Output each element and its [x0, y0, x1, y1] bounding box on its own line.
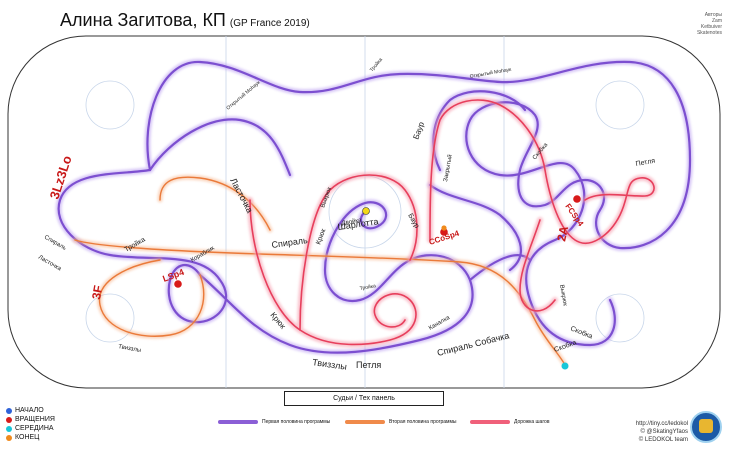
label-baur: Баур: [411, 120, 426, 140]
element-2a: 2A: [554, 224, 571, 242]
label-petlya-right: Петля: [635, 158, 656, 168]
legend-first-half: Первая половина программы: [218, 419, 330, 425]
step-sequence-path: [247, 97, 657, 348]
label-tvizzly-bottom: Твиззлы: [312, 357, 348, 372]
element-3f: 3F: [89, 284, 105, 300]
footer-handle: © @SkatingYfaos: [640, 429, 688, 435]
label-otkrytyj-mohauk-2: Открытый Моhaук: [225, 79, 262, 112]
label-lastochka: Ласточка: [228, 176, 255, 214]
label-spiral: Спираль: [271, 235, 309, 250]
credits: Авторы Zam Ketbuiver Skatenotes: [697, 12, 722, 36]
label-spiral-sobachka: Спираль Собачка: [436, 330, 510, 358]
page-title: Алина Загитова, КП(GP France 2019): [60, 10, 310, 31]
legend-middle-label: СЕРЕДИНА: [15, 425, 54, 432]
spin-marker: [440, 228, 448, 236]
rink-boundary: [7, 35, 721, 389]
label-spiral-left: Спираль: [43, 235, 67, 252]
credit-line: Авторы: [704, 12, 722, 18]
label-otkrytyj-mohauk: Открытый Моhaук: [469, 66, 512, 80]
element-3lz3lo: 3Lz3Lo: [47, 154, 75, 201]
label-kryuk-center: Крюк: [315, 227, 327, 246]
label-troyka-top: Тройка: [368, 56, 384, 73]
footer-team: © LEDOKOL team: [638, 437, 688, 443]
footer-credits: http://tiny.cc/ledokol © @SkatingYfaos ©…: [636, 420, 688, 444]
end-marker: [441, 225, 447, 231]
label-petlya-bottom: Петля: [356, 360, 381, 370]
label-lastochka-left: Ласточка: [37, 255, 63, 273]
label-vykruk-right: Выкрюк: [558, 284, 568, 306]
second-half-swatch: [345, 420, 385, 424]
legend-step-sequence: Дорожка шагов: [470, 419, 549, 425]
middle-marker: [561, 362, 569, 370]
legend-end-label: КОНЕЦ: [15, 434, 40, 441]
legend-start: НАЧАЛО: [6, 406, 55, 415]
credit-line: Ketbuiver: [700, 24, 722, 30]
end-dot-icon: [6, 434, 12, 441]
legend-spins-label: ВРАЩЕНИЯ: [15, 416, 55, 423]
label-tvizzly-left: Твиззлы: [118, 344, 142, 354]
ledokol-logo: [690, 411, 722, 443]
label-troyka-mid: Тройка: [359, 282, 376, 292]
first-half-swatch: [218, 420, 258, 424]
legend-step-sequence-label: Дорожка шагов: [514, 419, 550, 425]
credit-line: Skatenotes: [696, 30, 722, 36]
legend-end: КОНЕЦ: [6, 433, 55, 442]
element-lsp4: LSp4: [161, 267, 185, 284]
legend-first-half-label: Первая половина программы: [262, 419, 331, 425]
credit-line: Zam: [712, 18, 722, 24]
title-main: Алина Загитова, КП: [60, 10, 226, 30]
label-skobka-right: Скобка: [569, 324, 594, 340]
footer-link[interactable]: http://tiny.cc/ledokol: [635, 421, 688, 427]
judges-panel: Судьи / Тех панель: [284, 391, 444, 406]
first-half-path: [55, 58, 693, 356]
middle-dot-icon: [6, 425, 12, 432]
spin-dot-icon: [6, 416, 12, 423]
label-zakrytyj: Закрытый: [442, 154, 454, 182]
legend-start-label: НАЧАЛО: [15, 407, 44, 414]
path-legend: Первая половина программы Вторая половин…: [0, 419, 730, 431]
logo-emblem-icon: [699, 419, 713, 433]
step-sequence-swatch: [470, 420, 510, 424]
start-dot-icon: [6, 407, 12, 414]
legend-spins: ВРАЩЕНИЯ: [6, 415, 55, 424]
legend-second-half-label: Вторая половина программы: [389, 419, 457, 425]
spin-marker: [174, 280, 182, 288]
spin-marker: [573, 195, 581, 203]
legend-second-half: Вторая половина программы: [345, 419, 456, 425]
label-troyka-left: Тройка: [123, 235, 147, 253]
label-dvoika: Двойка: [341, 216, 363, 226]
start-marker: [362, 207, 370, 215]
legend-middle: СЕРЕДИНА: [6, 424, 55, 433]
marker-legend: НАЧАЛО ВРАЩЕНИЯ СЕРЕДИНА КОНЕЦ: [6, 406, 55, 442]
title-subtitle: (GP France 2019): [229, 18, 310, 29]
